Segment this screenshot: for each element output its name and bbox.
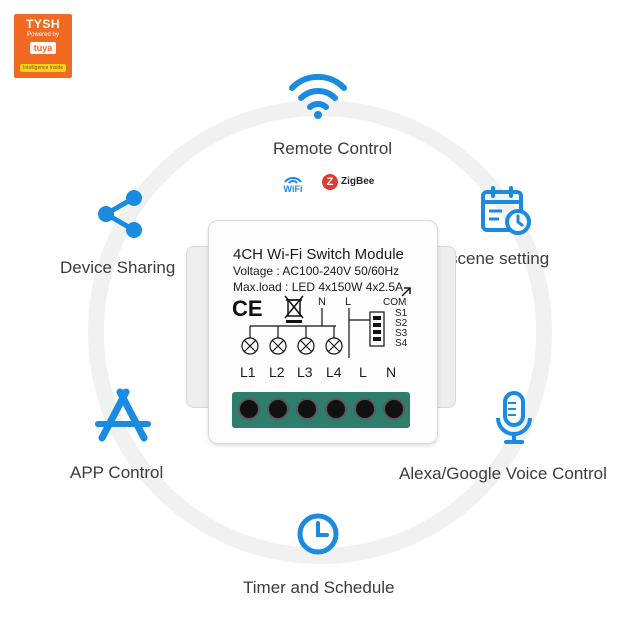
device-title: 4CH Wi-Fi Switch Module	[233, 246, 404, 263]
switch-input-s1: S1	[395, 308, 408, 319]
terminal-screw	[238, 398, 260, 420]
output-l4: L4	[326, 364, 342, 380]
wifi-icon	[289, 73, 347, 119]
output-l3: L3	[297, 364, 313, 380]
device-voltage: Voltage : AC100-240V 50/60Hz	[233, 264, 400, 278]
wifi-logo-icon	[284, 177, 302, 184]
terminal-screw	[267, 398, 289, 420]
calendar-clock-icon	[481, 186, 531, 235]
clock-icon	[297, 513, 339, 555]
remote-control-label: Remote Control	[273, 139, 393, 158]
share-icon	[98, 190, 142, 238]
terminal-block	[232, 392, 410, 428]
app-control-label: APP Control	[70, 463, 164, 482]
terminal-screw	[296, 398, 318, 420]
terminal-screw	[354, 398, 376, 420]
scene-setting-label: scene setting	[449, 249, 550, 268]
wiring-diagram	[241, 308, 385, 358]
wifi-logo-text: WiFi	[283, 184, 303, 194]
platform-tag: Intelligence Inside	[19, 64, 67, 72]
top-terminal-n: N	[318, 296, 326, 308]
app-store-icon	[95, 388, 151, 442]
platform-name: tuya	[29, 42, 57, 54]
zigbee-logo-icon: Z	[322, 174, 338, 190]
switch-input-s4: S4	[395, 338, 408, 349]
ce-mark: CE	[232, 296, 263, 321]
weee-bin-icon	[284, 295, 304, 323]
zigbee-logo-text: ZigBee	[341, 176, 375, 187]
terminal-screw	[325, 398, 347, 420]
output-n: N	[386, 364, 397, 380]
timer-schedule-label: Timer and Schedule	[243, 578, 395, 597]
output-l: L	[359, 364, 367, 380]
brand-name: TYSH	[25, 17, 60, 31]
terminal-screw	[383, 398, 405, 420]
voice-control-label: Alexa/Google Voice Control	[399, 464, 607, 483]
brand-badge: TYSH Powered by tuya Intelligence Inside	[14, 14, 72, 78]
microphone-icon	[496, 391, 532, 444]
device-max-load: Max.load : LED 4x150W 4x2.5A	[233, 280, 404, 294]
powered-by-text: Powered by	[27, 32, 59, 38]
arrow-up-right-icon	[401, 287, 411, 297]
output-l2: L2	[269, 364, 285, 380]
output-l1: L1	[240, 364, 256, 380]
switch-input-s2: S2	[395, 318, 408, 329]
wifi-logo: WiFi	[276, 172, 310, 194]
top-terminal-l: L	[345, 296, 352, 308]
device-sharing-label: Device Sharing	[60, 258, 176, 277]
switch-input-com: COM	[383, 297, 407, 308]
switch-input-s3: S3	[395, 328, 408, 339]
